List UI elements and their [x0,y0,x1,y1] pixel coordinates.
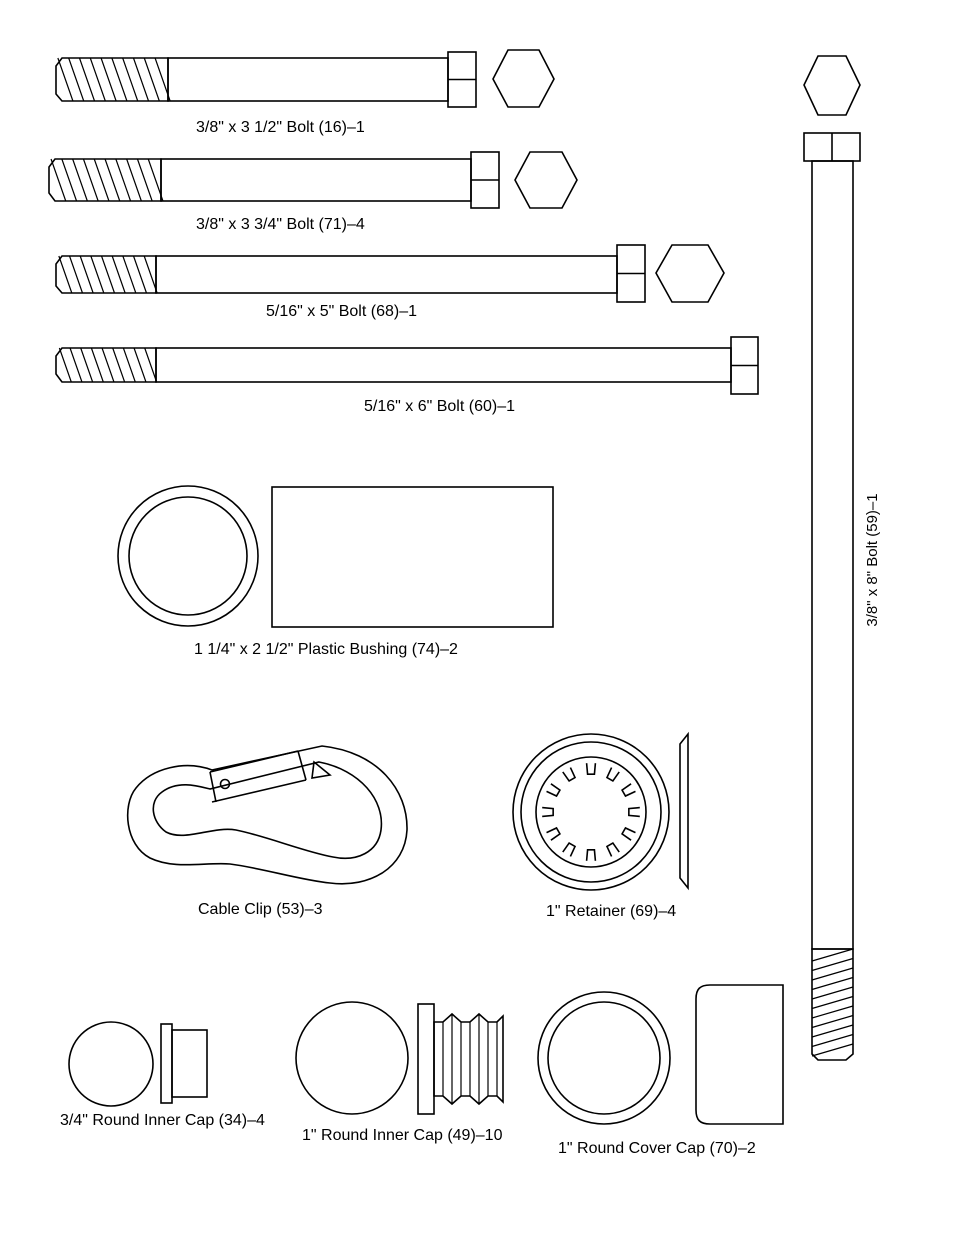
inner-cap-49: 1" Round Inner Cap (49)–10 [295,1001,504,1144]
inner-cap-49-side-view [417,1003,504,1115]
bolt-68-side-view [55,244,646,303]
bushing-74-label: 1 1/4" x 2 1/2" Plastic Bushing (74)–2 [194,641,458,658]
inner-cap-34-end-view [68,1021,154,1107]
bushing-end-view [117,485,259,627]
cover-cap-70-label: 1" Round Cover Cap (70)–2 [558,1140,756,1157]
bolt-59-side-view [803,132,861,1061]
bolt-68-label: 5/16" x 5" Bolt (68)–1 [266,303,417,320]
bolt-16-side-view [55,51,477,108]
bolt-68: 5/16" x 5" Bolt (68)–1 [55,244,725,320]
bolt-16-hex-head [492,49,555,108]
inner-cap-34-side-view [160,1023,208,1104]
cable-clip-outer-outline [126,745,408,885]
bolt-16: 3/8" x 3 1/2" Bolt (16)–1 [55,49,555,136]
bolt-71-label: 3/8" x 3 3/4" Bolt (71)–4 [196,216,365,233]
inner-cap-34: 3/4" Round Inner Cap (34)–4 [60,1021,265,1129]
bolt-59-label: 3/8" x 8" Bolt (59)–1 [864,493,881,626]
bolt-71: 3/8" x 3 3/4" Bolt (71)–4 [48,151,578,233]
inner-cap-49-end-view [295,1001,409,1115]
cover-cap-70: 1" Round Cover Cap (70)–2 [537,984,784,1157]
cable-clip-53: Cable Clip (53)–3 [126,745,408,918]
retainer-front-view [512,733,670,891]
inner-cap-49-label: 1" Round Inner Cap (49)–10 [302,1127,503,1144]
bolt-60: 5/16" x 6" Bolt (60)–1 [55,336,759,415]
retainer-side-view [679,731,689,891]
cover-cap-70-end-view [537,991,671,1125]
bolt-16-label: 3/8" x 3 1/2" Bolt (16)–1 [196,119,365,136]
bushing-side-view [271,486,554,628]
retainer-69-label: 1" Retainer (69)–4 [546,903,676,920]
cover-cap-70-side-view [695,984,784,1125]
bolt-60-side-view [55,336,759,395]
cable-clip-53-label: Cable Clip (53)–3 [198,901,323,918]
retainer-69: 1" Retainer (69)–4 [512,731,689,920]
bolt-68-hex-head [655,244,725,303]
bolt-71-hex-head [514,151,578,209]
bolt-71-side-view [48,151,500,209]
bolt-59-hex-head [803,55,861,116]
inner-cap-34-label: 3/4" Round Inner Cap (34)–4 [60,1112,265,1129]
bolt-59: 3/8" x 8" Bolt (59)–1 [803,55,881,1061]
plastic-bushing-74: 1 1/4" x 2 1/2" Plastic Bushing (74)–2 [117,485,554,658]
bolt-60-label: 5/16" x 6" Bolt (60)–1 [364,398,515,415]
